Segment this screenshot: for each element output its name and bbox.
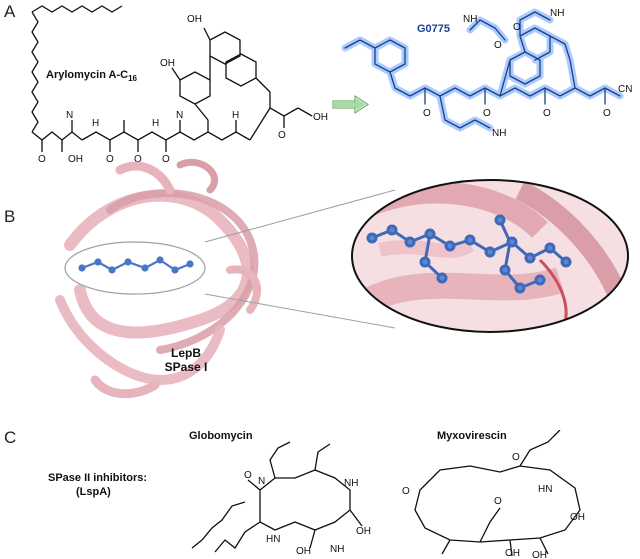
atom-label-nh2-2: NH — [463, 14, 477, 25]
atom-label-o-g1: O — [423, 108, 431, 119]
atom-label-nh-1: H — [92, 118, 99, 129]
atom-label-hn-myx: HN — [538, 484, 552, 495]
atom-label-nh-3: H — [232, 110, 239, 121]
conversion-arrow — [332, 95, 369, 114]
spase2-label-line2: (LspA) — [76, 486, 111, 498]
atom-label-oh-top: OH — [187, 14, 202, 25]
protein-label: LepB SPase I — [156, 346, 216, 374]
arylomycin-label: Arylomycin A-C16 — [46, 69, 138, 83]
zoom-line-bottom — [204, 293, 396, 329]
atom-label-oh-glob-2: OH — [296, 546, 311, 557]
atom-label-nh-glob-1: NH — [344, 478, 358, 489]
atom-label-o-1: O — [38, 154, 46, 165]
lepb-ribbon — [55, 158, 262, 399]
protein-label-line1: LepB — [171, 346, 201, 360]
panel-label-c: C — [4, 428, 17, 447]
atom-label-oh-glob-1: OH — [356, 526, 371, 537]
atom-label-o-g3: O — [543, 108, 551, 119]
atom-label-o-3: O — [134, 154, 142, 165]
g0775-structure — [341, 8, 624, 132]
protein-label-line2: SPase I — [164, 360, 208, 374]
zoom-ellipse-border — [351, 179, 629, 333]
atom-label-oh-acid: OH — [313, 112, 328, 123]
atom-label-nh2-3: NH — [550, 8, 564, 19]
atom-label-oh-myx-2: OH — [532, 550, 547, 559]
atom-label-oh-ser: OH — [68, 154, 83, 165]
panel-b-protein — [55, 158, 629, 399]
panel-label-a: A — [4, 2, 16, 21]
atom-label-o-myx-2: O — [512, 452, 520, 463]
atom-label-o-g4: O — [603, 108, 611, 119]
ligand-zoom — [366, 214, 572, 294]
panel-label-b: B — [4, 207, 16, 226]
zoom-line-top — [204, 189, 396, 243]
atom-label-o-myx-1: O — [402, 486, 410, 497]
atom-label-o-2: O — [106, 154, 114, 165]
atom-label-n-glob: N — [258, 476, 265, 487]
atom-label-n-1: N — [66, 110, 73, 121]
panel-c-structures: N O NH OH OH HN NH O O HN O OH OH OH — [191, 430, 585, 559]
atom-label-n-2: N — [176, 110, 183, 121]
atom-label-hn-glob: HN — [266, 534, 280, 545]
atom-label-o-ether-1: O — [494, 40, 502, 51]
globomycin-structure — [191, 441, 363, 553]
myxovirescin-structure — [414, 430, 581, 557]
ligand-small — [78, 256, 194, 274]
myxovirescin-label: Myxovirescin — [437, 430, 507, 442]
globomycin-label: Globomycin — [189, 430, 253, 442]
atom-label-nh-2: H — [152, 118, 159, 129]
atom-label-oh-left: OH — [160, 58, 175, 69]
atom-label-oh-myx-3: OH — [505, 548, 520, 559]
atom-label-o-myx-3: O — [494, 496, 502, 507]
atom-label-o-g2: O — [483, 108, 491, 119]
g0775-label: G0775 — [417, 23, 450, 35]
atom-label-o-acid: O — [278, 130, 286, 141]
atom-label-nh-glob-2: NH — [330, 544, 344, 555]
atom-label-o-ether-2: O — [513, 22, 521, 33]
spase2-label-line1: SPase II inhibitors: — [48, 472, 148, 484]
arylomycin-structure — [31, 5, 313, 152]
spase2-label: SPase II inhibitors: (LspA) — [48, 472, 147, 498]
atom-label-o-glob-1: O — [244, 470, 252, 481]
panel-a-structures: OH OH OH O O OH O O O N H H N H Arylomyc… — [31, 5, 632, 165]
atom-label-oh-myx-1: OH — [570, 512, 585, 523]
binding-site-ellipse — [64, 241, 206, 295]
atom-label-o-4: O — [162, 154, 170, 165]
atom-label-nh2-1: NH — [492, 128, 506, 139]
atom-label-cn: CN — [618, 84, 632, 95]
